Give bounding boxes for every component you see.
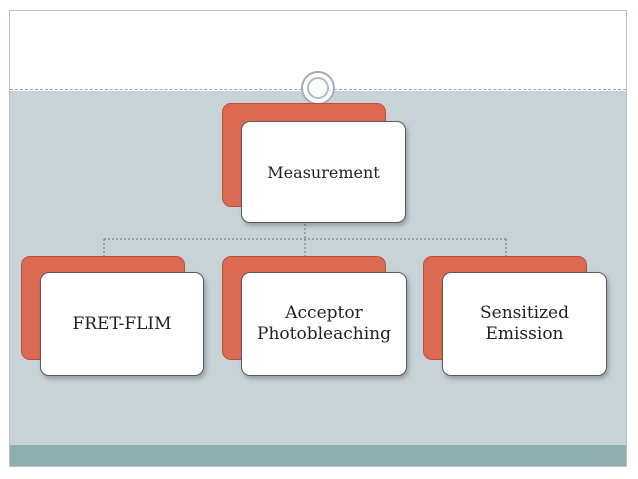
slide-frame — [9, 10, 627, 467]
child-node-fret-flim[interactable]: FRET-FLIM — [40, 272, 204, 376]
child-node-sensitized-emission[interactable]: Sensitized Emission — [442, 272, 607, 376]
root-node-measurement[interactable]: Measurement — [241, 121, 406, 223]
medallion-inner-ring — [307, 77, 329, 99]
slide-footer-band — [10, 445, 626, 466]
child-node-acceptor-photobleaching[interactable]: Acceptor Photobleaching — [241, 272, 407, 376]
child-node-2-label: Acceptor Photobleaching — [257, 303, 391, 344]
child-node-1-label: FRET-FLIM — [72, 313, 172, 334]
child-node-3-label: Sensitized Emission — [480, 303, 569, 344]
root-node-label: Measurement — [267, 162, 380, 182]
